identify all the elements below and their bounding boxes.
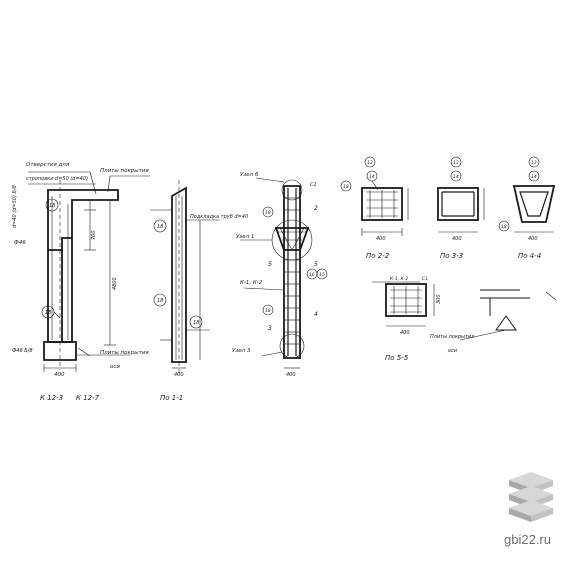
label-c1: С1	[310, 182, 317, 188]
dim-700-left: 700	[91, 230, 97, 240]
callout-18-d: 18	[157, 298, 163, 304]
label-node-1: Узел 1	[236, 234, 254, 240]
num-3: 3	[268, 325, 272, 332]
label-axis-left: оси	[110, 364, 120, 370]
callout-18-c: 18	[157, 224, 163, 230]
side-view-labels: Подкладка труб d=40 18 18 18 400 По 1-1	[157, 214, 248, 402]
side-view	[150, 180, 220, 374]
label-node-3: Узел 3	[232, 348, 251, 354]
title-k-right: К 12-7	[76, 394, 100, 402]
section-3-3	[437, 156, 485, 233]
callout-14-a: 14	[369, 174, 375, 180]
callout-18-e: 18	[193, 320, 199, 326]
title-p-33: По 3-3	[440, 252, 463, 260]
stacked-slabs-icon	[509, 472, 553, 522]
title-p-44: По 4-4	[518, 252, 541, 260]
callout-16: 16	[309, 272, 315, 278]
section-2-2	[340, 156, 409, 236]
dim-400-left: 400	[54, 372, 65, 378]
label-grade-2: Ф46 Б/8	[12, 348, 33, 354]
column-elevation	[28, 171, 150, 372]
callout-13-c: 13	[531, 160, 537, 166]
num-4: 4	[314, 311, 318, 318]
section-3-3-labels: 13 14 400 По 3-3	[440, 160, 463, 260]
callout-18-h: 18	[343, 184, 349, 190]
dim-300-55: 300	[436, 294, 442, 304]
label-kl: К-1, К-2	[240, 280, 263, 286]
label-trub: Подкладка труб d=40	[190, 214, 248, 220]
title-p-55: По 5-5	[385, 354, 409, 362]
column-labels: Отверстия для строповки d=50 (d=40) Плит…	[12, 162, 149, 402]
cage-labels: Узел 6 Узел 1 Узел 3 К-1, К-2 С1 18 16 1…	[232, 172, 325, 378]
dim-400-55: 400	[400, 330, 410, 336]
callout-18-f: 18	[265, 210, 271, 216]
callout-13-a: 13	[367, 160, 373, 166]
section-5-5	[372, 281, 557, 341]
dim-400-side: 400	[174, 372, 184, 378]
callout-18-b: 18	[45, 310, 51, 316]
label-grade-1: Ф46	[14, 240, 26, 246]
label-anchor-bottom: Плиты покрытия	[100, 350, 149, 356]
dim-400-44: 400	[528, 236, 538, 242]
label-anchor-55: Плиты покрытия	[430, 334, 474, 340]
label-c1-55: С1	[422, 276, 428, 282]
num-2-top: 2	[314, 205, 318, 212]
section-5-5-labels: К-1, К-2 С1 400 300 Плиты покрытия оси П…	[385, 276, 474, 362]
label-opening-note-2: строповки d=50 (d=40)	[26, 176, 88, 182]
dim-400-cage: 400	[286, 372, 296, 378]
label-axis-55: оси	[448, 348, 458, 354]
section-4-4-labels: 13 14 18 400 По 4-4	[501, 160, 541, 260]
label-hole-mark: d=40 (d=50) Б/8	[12, 185, 18, 228]
callout-18-a: 18	[49, 203, 55, 209]
dim-400-22: 400	[376, 236, 386, 242]
callout-14-c: 14	[531, 174, 537, 180]
callout-14-b: 14	[453, 174, 459, 180]
num-5-r: 5	[314, 261, 318, 268]
num-5: 5	[268, 261, 272, 268]
title-p-22: По 2-2	[366, 252, 390, 260]
label-node-6: Узел 6	[240, 172, 259, 178]
label-kl-top: К-1, К-2	[390, 276, 408, 282]
callout-18-i: 18	[501, 224, 507, 230]
label-anchor-top: Плиты покрытия	[100, 168, 149, 174]
label-opening-note: Отверстия для	[26, 162, 70, 168]
callout-15: 15	[319, 272, 325, 278]
reinforcement-cage	[240, 177, 328, 369]
callout-18-g: 18	[265, 308, 271, 314]
section-2-2-labels: 13 14 18 400 По 2-2	[343, 160, 390, 260]
title-p-11: По 1-1	[160, 394, 183, 402]
watermark-site: gbi22.ru	[504, 532, 551, 547]
dim-400-33: 400	[452, 236, 462, 242]
section-4-4	[498, 156, 556, 233]
callout-13-b: 13	[453, 160, 459, 166]
title-k-left: К 12-3	[40, 394, 63, 402]
dim-4800-left: 4800	[112, 277, 118, 290]
